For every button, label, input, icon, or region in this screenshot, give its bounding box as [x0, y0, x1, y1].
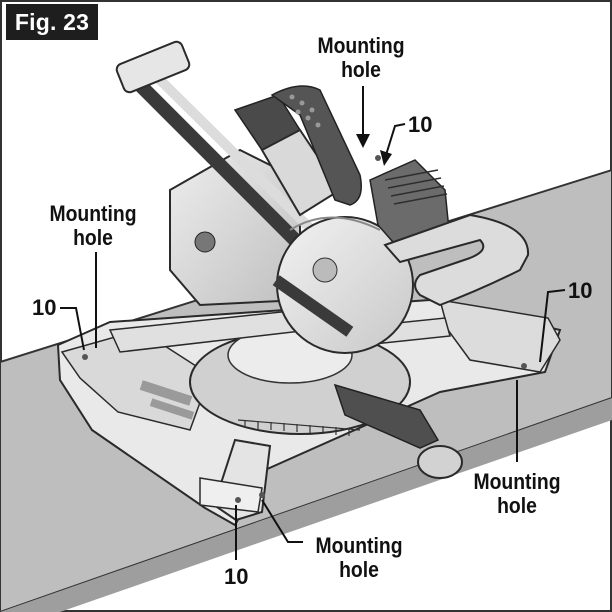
- left-wing-slot-2: [149, 398, 195, 420]
- label-line-2: hole: [497, 493, 537, 518]
- table-lock-knob: [417, 445, 463, 479]
- workbench-edge: [0, 398, 612, 612]
- bevel-knob: [194, 231, 216, 253]
- handle-grip-dots: [289, 94, 321, 128]
- mounting-hole-top: [375, 155, 381, 161]
- arrowhead-top-10: [380, 150, 392, 166]
- guard-rib: [289, 216, 381, 231]
- d-handle: [383, 213, 530, 307]
- mounting-hole-right: [521, 363, 527, 369]
- left-wing-slot: [139, 380, 193, 406]
- label-mounting-hole-left: Mounting hole: [41, 202, 145, 250]
- figure-number-badge: Fig. 23: [6, 4, 98, 40]
- leader-top-10: [385, 123, 406, 156]
- label-line-2: hole: [73, 225, 113, 250]
- label-line-1: Mounting: [317, 33, 405, 58]
- front-foot: [199, 477, 263, 513]
- rail-end-cap: [115, 40, 191, 94]
- slide-rail-lower: [145, 65, 325, 243]
- leader-left-10: [60, 307, 85, 351]
- label-mounting-hole-right: Mounting hole: [465, 470, 569, 518]
- front-clamp: [333, 383, 440, 449]
- mounting-hole-markers: [82, 155, 527, 503]
- miter-scale: [237, 419, 361, 436]
- part-number-left: 10: [32, 295, 57, 320]
- label-mounting-hole-top: Mounting hole: [309, 34, 413, 82]
- mounting-hole-left: [82, 354, 88, 360]
- label-line-2: hole: [339, 557, 379, 582]
- handle-ribs: [384, 169, 448, 205]
- leader-bottom-hole: [261, 499, 303, 543]
- leader-lines: [60, 86, 566, 560]
- label-mounting-hole-bottom: Mounting hole: [307, 534, 411, 582]
- arrow-heads: [356, 134, 392, 166]
- mounting-hole-front-left: [235, 497, 241, 503]
- part-number-bottom: 10: [224, 564, 249, 589]
- label-line-1: Mounting: [49, 201, 137, 226]
- carry-handle: [270, 85, 362, 206]
- blade-arbor: [312, 257, 338, 283]
- label-line-1: Mounting: [315, 533, 403, 558]
- label-line-1: Mounting: [473, 469, 561, 494]
- part-number-top: 10: [408, 112, 433, 137]
- mounting-hole-front-right: [259, 492, 265, 498]
- leader-right-10: [539, 289, 566, 363]
- label-line-2: hole: [341, 57, 381, 82]
- part-number-right: 10: [568, 278, 593, 303]
- blade-slot: [272, 275, 354, 337]
- slide-rail-upper: [123, 68, 307, 252]
- arrowhead-top-hole: [356, 134, 370, 148]
